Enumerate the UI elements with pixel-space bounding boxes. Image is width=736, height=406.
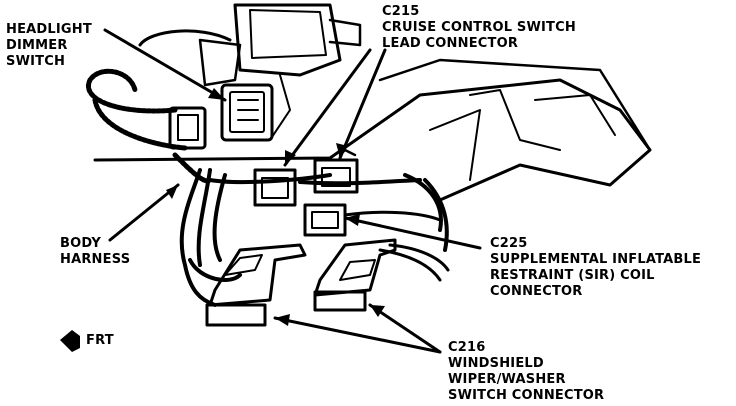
label-line: DIMMER (6, 38, 68, 53)
label-line: C225 (490, 236, 528, 251)
label-line: LEAD CONNECTOR (382, 36, 519, 51)
steering-column (93, 58, 652, 202)
left-harness (86, 68, 213, 184)
arrow-heads (166, 88, 385, 326)
c215-label: C215 CRUISE CONTROL SWITCH LEAD CONNECTO… (382, 4, 576, 52)
label-line: C216 (448, 340, 486, 355)
c225-label: C225 SUPPLEMENTAL INFLATABLE RESTRAINT (… (490, 236, 701, 300)
label-line: WIPER/WASHER (448, 372, 566, 387)
headlight-dimmer-switch-label: HEADLIGHT DIMMER SWITCH (6, 22, 92, 70)
front-arrow-icon (60, 330, 80, 352)
c216-connector (205, 238, 450, 327)
c225-connector (303, 203, 442, 237)
body-harness (179, 168, 449, 307)
label-line: SUPPLEMENTAL INFLATABLE (490, 252, 702, 267)
label-line: CONNECTOR (490, 284, 583, 299)
leader-arrows (103, 28, 482, 354)
headlight-dimmer-switch (168, 83, 274, 150)
label-line: CRUISE CONTROL SWITCH (382, 20, 576, 35)
label-line: C215 (382, 4, 420, 19)
c216-label: C216 WINDSHIELD WIPER/WASHER SWITCH CONN… (448, 340, 604, 404)
label-line: HARNESS (60, 252, 131, 267)
label-line: RESTRAINT (SIR) COIL (490, 268, 655, 283)
label-line: SWITCH CONNECTOR (448, 388, 605, 403)
front-label: FRT (86, 333, 114, 348)
switch-housing (138, 3, 362, 141)
c215-connector (253, 148, 359, 207)
body-harness-label: BODY HARNESS (60, 236, 130, 268)
label-line: BODY (60, 236, 102, 251)
label-line: WINDSHIELD (448, 356, 544, 371)
label-line: HEADLIGHT (6, 22, 92, 37)
label-line: SWITCH (6, 54, 66, 69)
